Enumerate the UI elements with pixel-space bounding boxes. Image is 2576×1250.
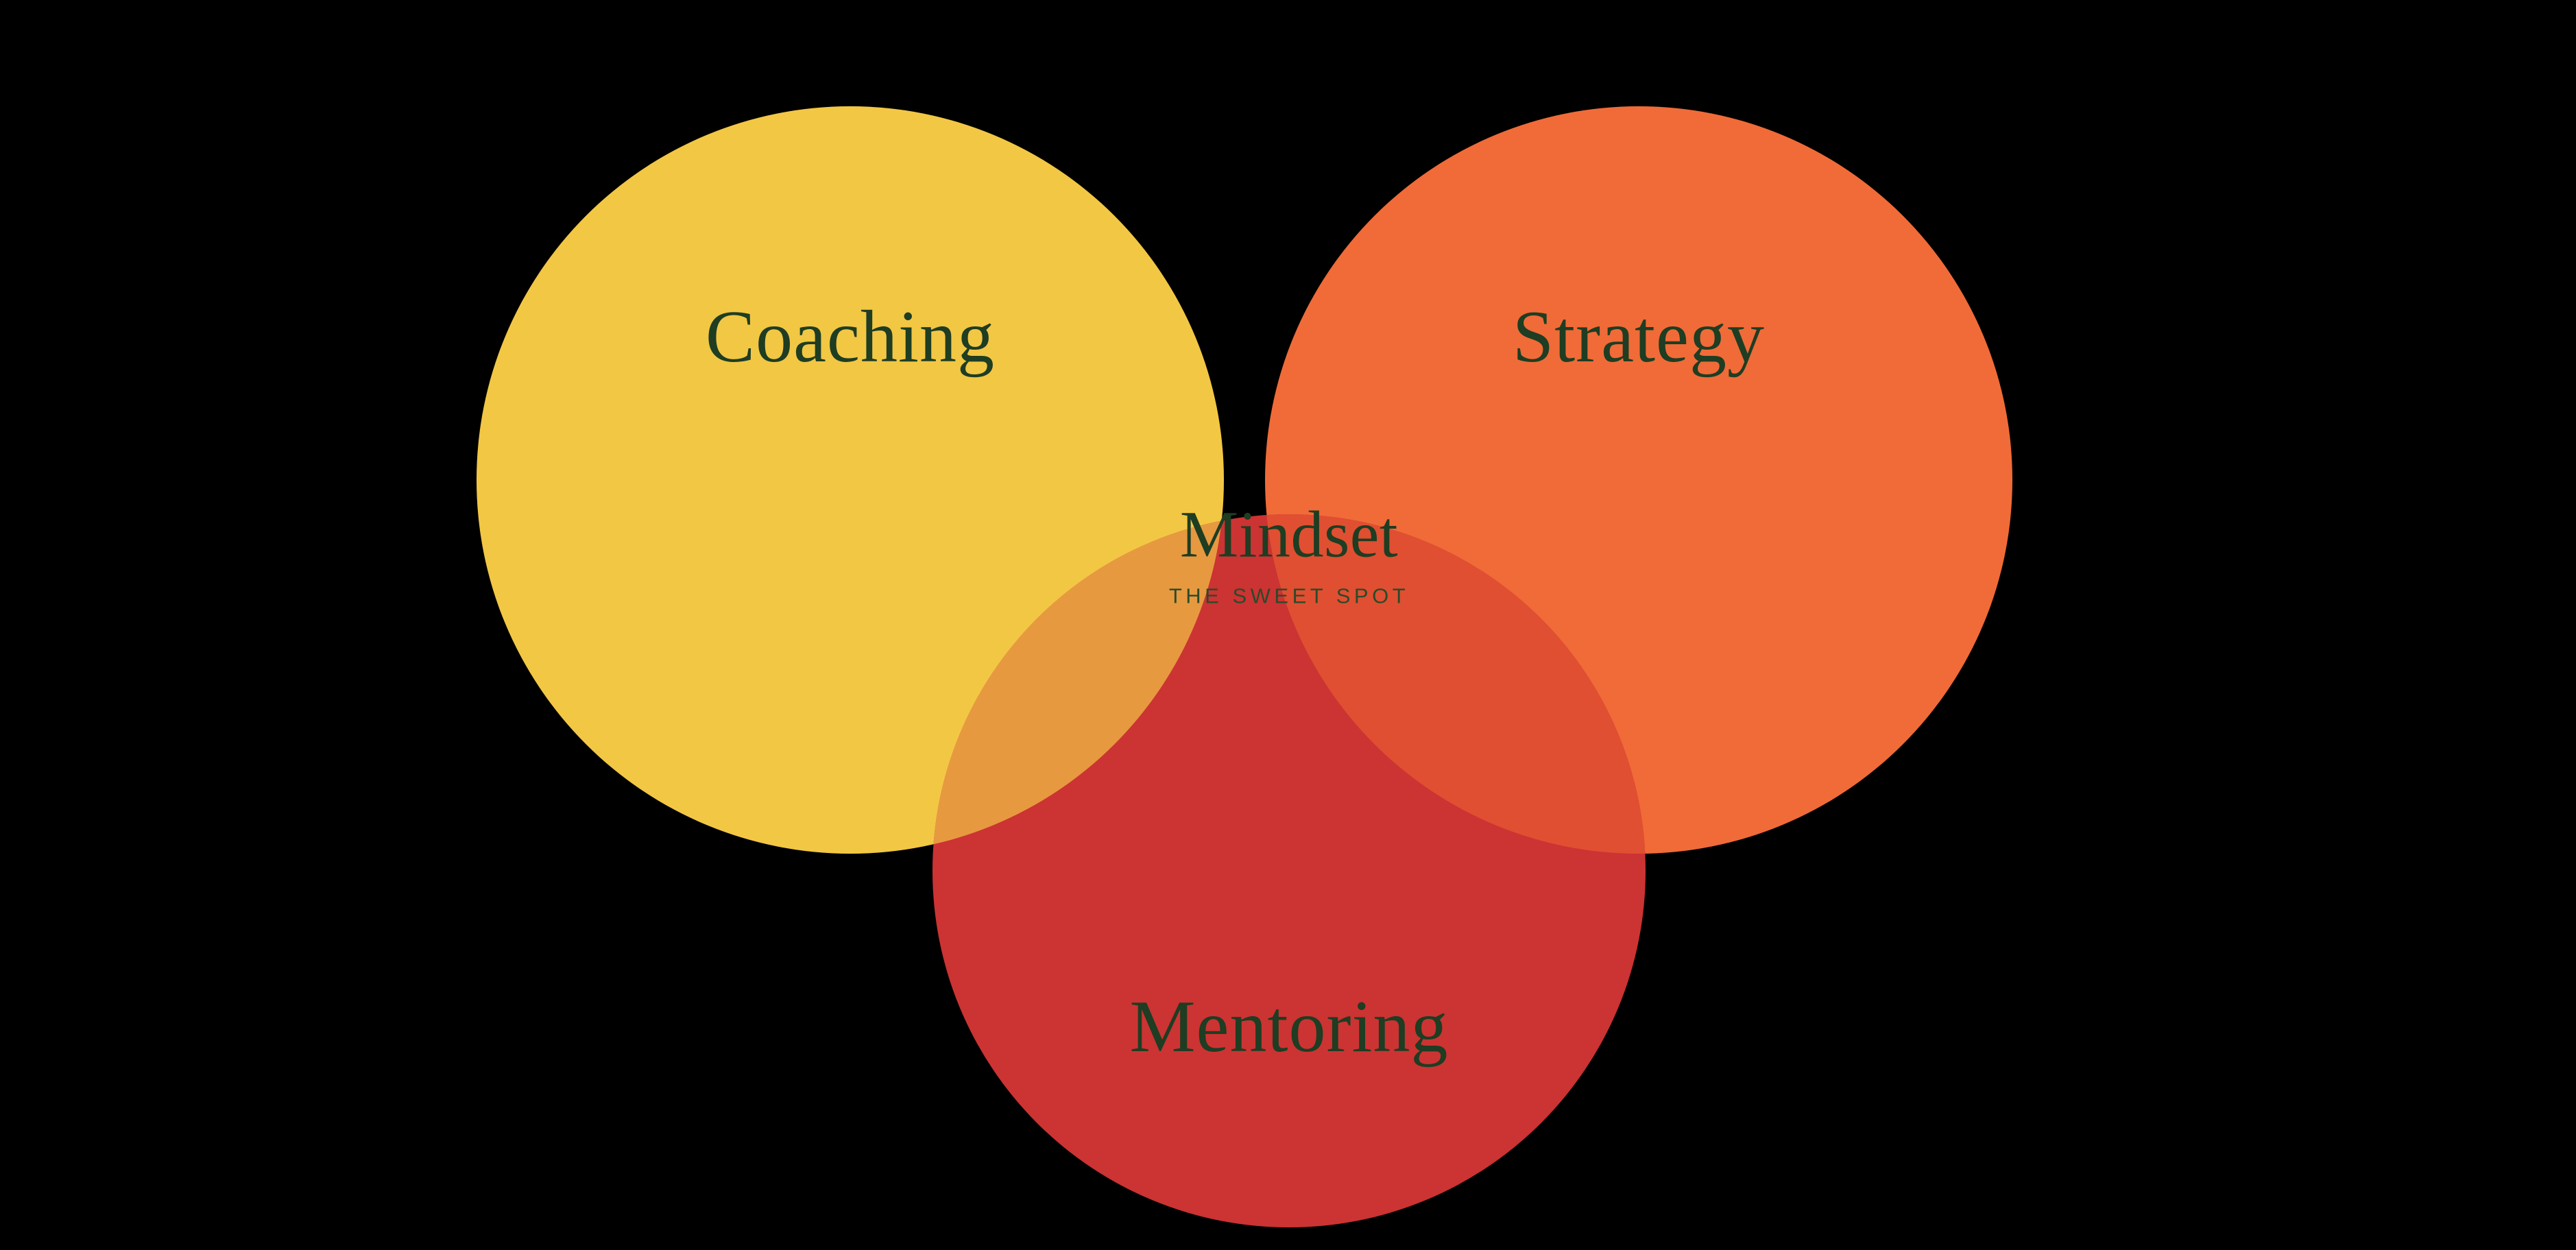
label-mindset: Mindset bbox=[1179, 497, 1399, 571]
center-sweet-spot-group: Mindset THE SWEET SPOT bbox=[1168, 497, 1410, 608]
overlap-coaching-mentoring bbox=[932, 514, 1224, 854]
label-coaching: Coaching bbox=[706, 296, 995, 378]
label-mentoring: Mentoring bbox=[1129, 986, 1449, 1068]
label-the-sweet-spot: THE SWEET SPOT bbox=[1168, 584, 1410, 608]
overlap-strategy-mentoring bbox=[1265, 514, 1646, 854]
label-strategy: Strategy bbox=[1513, 296, 1765, 378]
